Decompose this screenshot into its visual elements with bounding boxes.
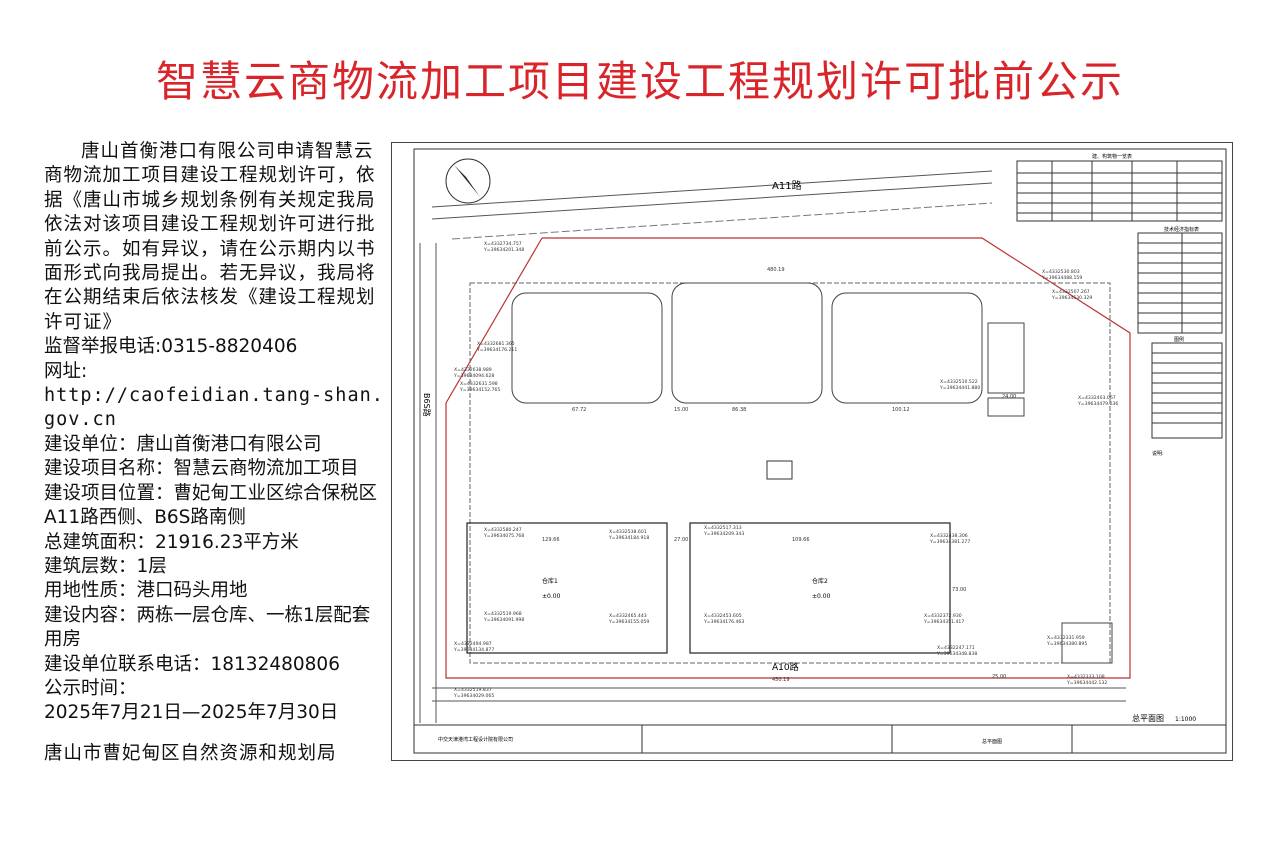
dim-label: 73.00 [952, 587, 966, 593]
coord-label: Y=39634176.463 [703, 619, 744, 625]
notice-paragraph: 唐山首衡港口有限公司申请智慧云商物流加工项目建设工程规划许可，依据《唐山市城乡规… [44, 141, 376, 333]
warehouse-2 [689, 522, 951, 654]
coord-label: Y=39634201.348 [483, 247, 524, 253]
coord-label: X=4332331.959 [1047, 635, 1085, 641]
north-arrow-icon [445, 158, 491, 204]
coord-label: X=4332580.247 [484, 527, 522, 533]
building-table: 建、构筑物一览表 [1016, 153, 1223, 222]
coord-label: Y=39634134.877 [453, 647, 494, 653]
warehouse-1-label: 仓库1 [542, 577, 558, 585]
coord-label: X=4332507.267 [1052, 289, 1090, 295]
period: 2025年7月21日—2025年7月30日 [44, 702, 339, 724]
coord-label: X=4332631.598 [460, 381, 498, 387]
build-content: 建设内容：两栋一层仓库、一栋1层配套用房 [44, 604, 371, 651]
company-name: 中交天津港湾工程设计院有限公司 [438, 736, 513, 743]
coord-label: X=4332372.930 [924, 613, 962, 619]
coord-label: X=4332333.108 [1067, 674, 1105, 680]
coord-label: X=4332465.443 [609, 613, 647, 619]
coord-label: Y=39634029.065 [453, 693, 494, 699]
period-label: 公示时间： [44, 677, 137, 699]
coord-label: X=4332538.601 [609, 529, 647, 535]
legend-title: 图例 [1174, 336, 1184, 343]
notice-panel: 唐山首衡港口有限公司申请智慧云商物流加工项目建设工程规划许可，依据《唐山市城乡规… [44, 140, 384, 766]
coord-label: Y=39634091.998 [483, 617, 524, 623]
inner-frame [413, 148, 1227, 754]
warehouse-2-elev: ±0.00 [812, 593, 831, 600]
coord-label: X=4332494.987 [454, 641, 492, 647]
dim-label: 129.66 [542, 537, 560, 543]
coord-label: X=4332681.365 [477, 341, 515, 347]
dim-label: 109.66 [792, 537, 810, 543]
dim-label: 25.00 [992, 674, 1006, 680]
warehouse-1 [466, 522, 668, 654]
coord-label: Y=39634176.211 [476, 347, 517, 353]
coord-label: X=4332638.989 [454, 367, 492, 373]
contact-phone: 建设单位联系电话：18132480806 [44, 653, 340, 675]
coord-label: Y=39634184.918 [608, 535, 649, 541]
coord-label: Y=39634348.838 [936, 651, 977, 657]
road-top-label: A11路 [772, 179, 802, 192]
coord-label: Y=39634488.159 [1041, 275, 1082, 281]
coord-label: X=4332530.803 [1042, 269, 1080, 275]
hotline: 监督举报电话:0315-8820406 [44, 336, 298, 358]
website-label: 网址: [44, 360, 88, 382]
site-plan-drawing: A11路 仓库1 仓库2 ±0.00 ±0.00 A10路 B6S路 [391, 142, 1233, 761]
warehouse-1-elev: ±0.00 [542, 593, 561, 600]
coord-label: X=4332734.757 [484, 241, 522, 247]
table1-title: 建、构筑物一览表 [1092, 153, 1132, 160]
notes-title: 说明: [1152, 450, 1164, 457]
coord-label: X=4332519.837 [454, 687, 492, 693]
coord-label: X=4332453.605 [704, 613, 742, 619]
coord-label: Y=39634442.132 [1066, 680, 1107, 686]
coord-label: Y=39634351.417 [923, 619, 964, 625]
sheet-name: 总平面图 [982, 738, 1002, 745]
website-link[interactable]: http://caofeidian.tang-shan.gov.cn [44, 385, 384, 431]
coord-label: X=4332438.306 [930, 533, 968, 539]
coord-label: Y=39634155.059 [608, 619, 649, 625]
coord-label: Y=39634152.765 [459, 387, 500, 393]
floors: 建筑层数：1层 [44, 555, 167, 577]
coord-label: X=4332519.968 [484, 611, 522, 617]
index-table: 技术经济指标表 [1137, 226, 1223, 334]
coord-label: Y=39634479.036 [1077, 401, 1118, 407]
dim-label: 24.00 [1002, 394, 1016, 400]
builder: 建设单位：唐山首衡港口有限公司 [44, 433, 322, 455]
warehouse-2-label: 仓库2 [812, 577, 828, 585]
dim-label: 67.72 [572, 407, 586, 413]
project-location: 建设项目位置：曹妃甸工业区综合保税区A11路西侧、B6S路南侧 [44, 482, 378, 529]
coord-label: Y=39634209.343 [703, 531, 744, 537]
coord-label: Y=39634441.880 [939, 385, 980, 391]
page-title: 智慧云商物流加工项目建设工程规划许可批前公示 [155, 57, 1124, 106]
road-left-label: B6S路 [422, 393, 432, 417]
coord-label: Y=39634380.895 [1046, 641, 1087, 647]
dim-label: 86.38 [732, 407, 746, 413]
total-area: 总建筑面积：21916.23平方米 [44, 531, 299, 553]
dim-label: 450.19 [772, 677, 790, 683]
coord-label: X=4332517.313 [704, 525, 742, 531]
coord-label: Y=39634094.628 [453, 373, 494, 379]
title-block: 中交天津港湾工程设计院有限公司 总平面图 总平面图 1:1000 [413, 713, 1227, 754]
site-boundary [445, 237, 1131, 679]
coord-label: X=4332403.067 [1078, 395, 1116, 401]
authority: 唐山市曹妃甸区自然资源和规划局 [44, 742, 337, 764]
plan-title: 总平面图 [1132, 713, 1164, 723]
coord-label: Y=39634530.329 [1051, 295, 1092, 301]
road-bottom-label: A10路 [772, 661, 799, 673]
coord-label: X=4332247.171 [937, 645, 975, 651]
legend: 图例 [1151, 336, 1223, 439]
dim-label: 100.12 [892, 407, 910, 413]
dim-label: 27.00 [674, 537, 688, 543]
land-use: 用地性质：港口码头用地 [44, 580, 248, 602]
coord-label: X=4332510.522 [940, 379, 978, 385]
dim-label: 480.19 [767, 267, 785, 273]
project-name: 建设项目名称：智慧云商物流加工项目 [44, 458, 359, 480]
coord-label: Y=39634075.768 [483, 533, 524, 539]
site-plan-svg: A11路 仓库1 仓库2 ±0.00 ±0.00 A10路 B6S路 [413, 148, 1227, 754]
plan-scale: 1:1000 [1175, 716, 1196, 723]
table2-title: 技术经济指标表 [1164, 226, 1199, 233]
dim-label: 15.00 [674, 407, 688, 413]
coord-label: Y=39634381.277 [929, 539, 970, 545]
